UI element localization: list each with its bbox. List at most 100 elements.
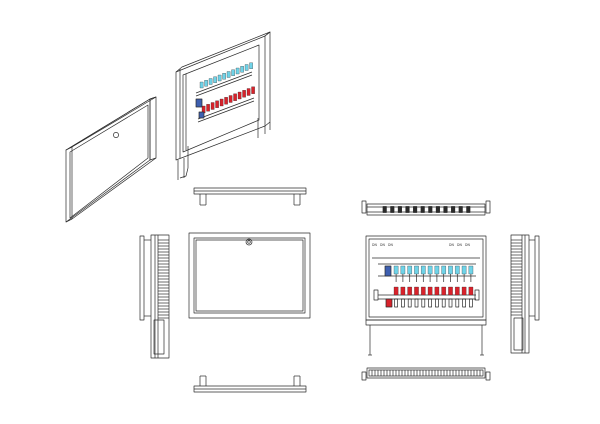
iso-supply-valve (226, 71, 231, 78)
iso-supply-valve (231, 69, 235, 76)
topview-valve (382, 206, 387, 213)
iso-return-valve (233, 93, 237, 101)
iso-pump-icon (195, 98, 203, 108)
door-bottom-section (193, 375, 307, 393)
front-supply-valve (468, 265, 474, 275)
front-supply-valve (448, 265, 453, 275)
front-supply-valve (400, 265, 406, 275)
label-dn-5: DN (457, 243, 462, 247)
front-return-valve (434, 286, 440, 296)
iso-return-valve (251, 86, 255, 94)
front-return-fitting (414, 298, 419, 308)
side-left-fins (158, 239, 169, 319)
topview-valve (466, 206, 471, 213)
front-return-fitting (462, 298, 466, 308)
pump-unit-icon (384, 265, 392, 277)
topview-valve (458, 206, 463, 213)
front-return-valve (448, 286, 453, 296)
iso-supply-valve (240, 66, 244, 73)
iso-return-valve (219, 98, 224, 107)
iso-return-valve (246, 88, 251, 96)
front-supply-valve (427, 265, 433, 275)
front-return-valve (427, 286, 433, 296)
side-view-right (510, 234, 540, 354)
front-supply-valve (393, 265, 399, 275)
cabinet-front-view: DN DN DN DN DN DN (365, 235, 487, 356)
front-supply-valve (414, 265, 419, 275)
label-dn-2: DN (380, 243, 385, 247)
topview-valve (428, 206, 433, 213)
cabinet-top-labels: DN DN DN DN DN DN (372, 243, 470, 247)
iso-return-valves (201, 86, 255, 114)
topview-valve (435, 206, 440, 213)
door-panel-isometric (65, 96, 157, 223)
manifold-top-view (361, 200, 491, 216)
front-return-fitting (394, 298, 398, 308)
topview-valve (443, 206, 448, 213)
iso-supply-valve (208, 78, 213, 85)
topview-valve (390, 206, 395, 213)
front-return-fitting (428, 298, 432, 308)
front-return-valves (393, 286, 474, 308)
iso-return-valve (224, 97, 228, 105)
front-supply-valve (461, 265, 467, 275)
iso-supply-valve (235, 67, 240, 75)
front-supply-valve (434, 265, 440, 275)
front-return-fitting (455, 298, 460, 308)
iso-return-valve (242, 90, 246, 98)
iso-supply-valves (199, 62, 253, 89)
front-return-valve (393, 286, 399, 296)
label-dn-6: DN (465, 243, 470, 247)
side-right-fins (511, 239, 522, 316)
iso-supply-valve (244, 64, 249, 71)
vent-grille-bottom-view (361, 367, 491, 381)
front-return-fitting (469, 298, 473, 308)
front-return-valve (441, 286, 446, 296)
iso-return-valve (210, 102, 215, 110)
front-return-valve (455, 286, 460, 296)
front-return-fitting (401, 298, 405, 308)
front-return-valve (468, 286, 474, 296)
side-view-left (139, 234, 170, 359)
front-supply-valve (407, 265, 412, 275)
topview-valve (451, 206, 456, 213)
front-return-valve (407, 286, 412, 296)
front-supply-valve (441, 265, 446, 275)
iso-supply-valve (204, 80, 208, 87)
iso-supply-valve (213, 76, 217, 83)
label-dn-4: DN (449, 243, 454, 247)
door-lock-icon (113, 132, 119, 138)
door-front-view (188, 232, 311, 319)
iso-supply-valve (222, 73, 226, 80)
iso-return-valve (237, 91, 242, 100)
front-supply-valves (393, 265, 474, 282)
front-return-valve (400, 286, 406, 296)
door-lock-front-icon (245, 238, 253, 246)
front-supply-valve (421, 265, 426, 275)
cabinet-isometric (175, 31, 271, 180)
front-return-valve (421, 286, 426, 296)
topview-valves (382, 206, 471, 213)
front-return-valve (414, 286, 419, 296)
front-return-fitting (448, 298, 453, 308)
label-dn-1: DN (372, 243, 377, 247)
front-return-valve (461, 286, 467, 296)
topview-valve (413, 206, 418, 213)
front-return-fitting (407, 298, 412, 308)
front-return-fitting (441, 298, 446, 308)
iso-return-valve (228, 95, 233, 103)
iso-supply-valve (249, 62, 253, 69)
topview-valve (405, 206, 410, 213)
front-return-fitting (435, 298, 439, 308)
door-top-section (193, 187, 307, 206)
label-dn-3: DN (388, 243, 393, 247)
front-return-fitting (421, 298, 426, 308)
topview-valve (420, 206, 425, 213)
iso-return-valve (206, 104, 210, 112)
front-supply-valve (455, 265, 460, 275)
iso-supply-valve (217, 74, 222, 82)
grille-slots (371, 370, 481, 376)
iso-return-valve (215, 100, 219, 108)
iso-supply-valve (199, 81, 204, 89)
